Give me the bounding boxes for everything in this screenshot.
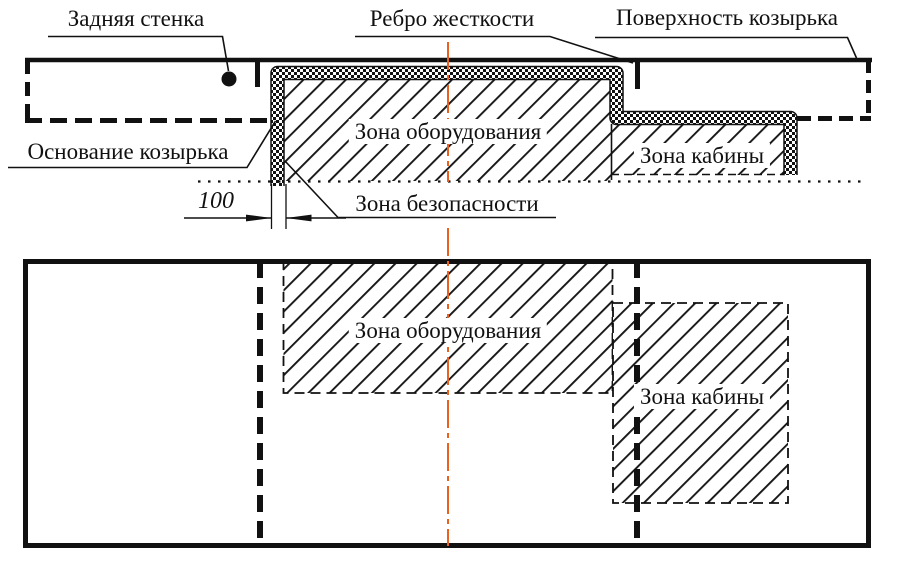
equipment-zone-section-label: Зона оборудования (348, 119, 548, 144)
back-wall-label: Задняя стенка (67, 6, 205, 31)
canopy-surface-label: Поверхность козырька (616, 5, 838, 30)
back-wall-point-marker (221, 71, 237, 87)
back-wall-leader (48, 35, 230, 72)
canopy-base-label: Основание козырька (27, 139, 229, 164)
stiffening-rib-leader (355, 35, 634, 64)
section-view (8, 35, 872, 229)
stiffening-rib-label: Ребро жесткости (369, 6, 535, 31)
cabin-zone-plan-label: Зона кабины (633, 384, 771, 409)
dimension-100 (184, 184, 346, 229)
canopy-surface-leader (595, 36, 858, 59)
equipment-zone-plan-label: Зона оборудования (348, 318, 548, 343)
cabin-zone-section-label: Зона кабины (633, 143, 771, 168)
dimension-100-label: 100 (198, 188, 234, 214)
safety-zone-label: Зона безопасности (355, 191, 539, 216)
canopy-base-leader (8, 120, 277, 169)
safety-zone-band (271, 67, 797, 186)
leader-lines (8, 35, 858, 219)
